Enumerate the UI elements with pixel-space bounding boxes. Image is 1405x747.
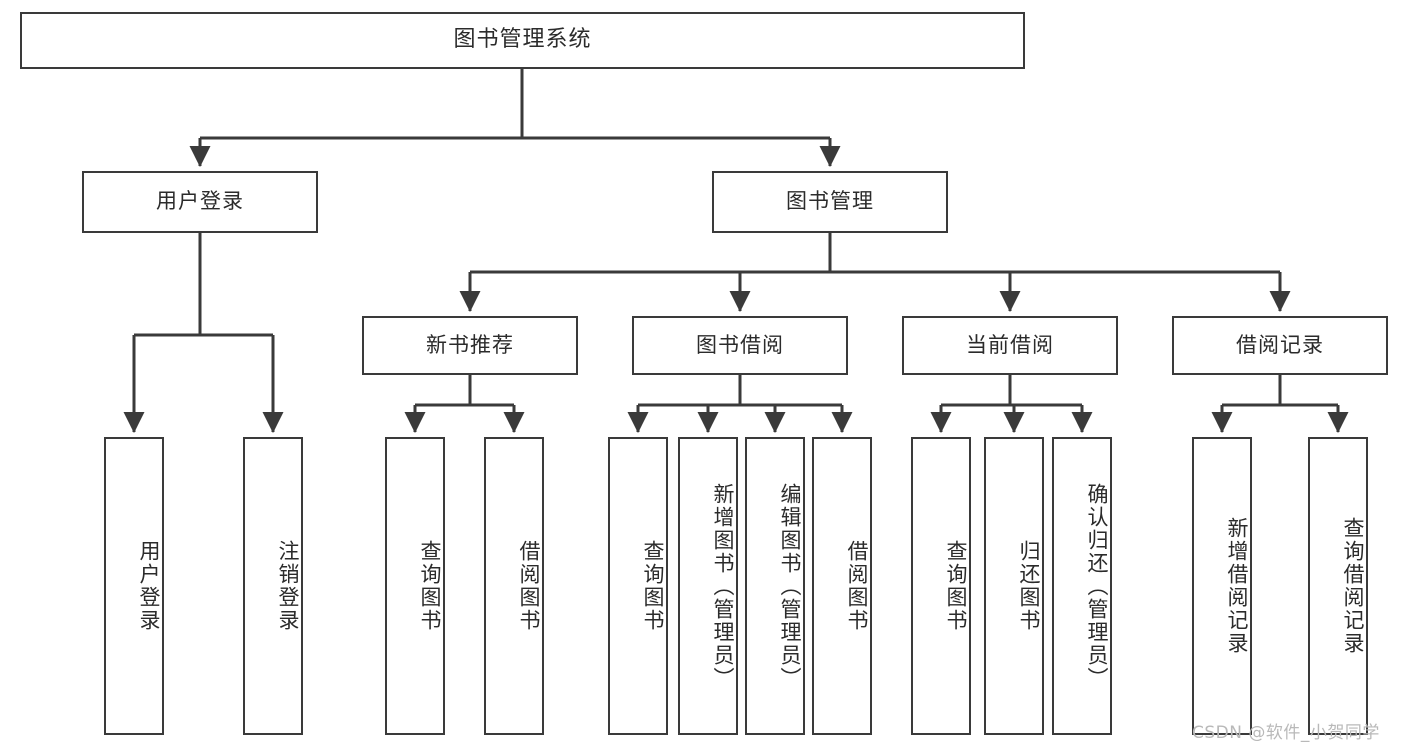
edges-root-to-level2: [189, 69, 841, 168]
node-borrow-record-label: 借阅记录: [1236, 332, 1324, 357]
node-leaf-query-book-3-label: 查询图书: [944, 540, 968, 632]
csdn-watermark: CSDN @软件_小贺同学: [1192, 723, 1380, 743]
node-book-manage[interactable]: 图书管理: [712, 171, 948, 233]
node-leaf-query-record-label: 查询借阅记录: [1341, 517, 1365, 655]
edges-currentborrow-to-leaves: [930, 375, 1093, 434]
node-leaf-edit-book[interactable]: 编辑图书（管理员）: [745, 437, 805, 735]
edges-bookmanage-to-level3: [459, 233, 1291, 313]
node-book-manage-label: 图书管理: [786, 189, 874, 214]
node-leaf-query-book-1[interactable]: 查询图书: [385, 437, 445, 735]
node-new-book-rec-label: 新书推荐: [426, 332, 514, 357]
node-borrow-record[interactable]: 借阅记录: [1172, 316, 1388, 375]
node-leaf-borrow-book-1-label: 借阅图书: [517, 540, 541, 632]
node-leaf-user-login[interactable]: 用户登录: [104, 437, 164, 735]
node-current-borrow[interactable]: 当前借阅: [902, 316, 1118, 375]
node-root-label: 图书管理系统: [453, 27, 592, 53]
edges-newbookrec-to-leaves: [404, 375, 525, 434]
node-leaf-borrow-book-1[interactable]: 借阅图书: [484, 437, 544, 735]
edges-userlogin-to-leaves: [123, 233, 284, 434]
node-leaf-query-record[interactable]: 查询借阅记录: [1308, 437, 1368, 735]
node-leaf-add-record[interactable]: 新增借阅记录: [1192, 437, 1252, 735]
node-leaf-query-book-1-label: 查询图书: [418, 540, 442, 632]
node-root[interactable]: 图书管理系统: [20, 12, 1025, 69]
node-leaf-add-book-label: 新增图书（管理员）: [711, 482, 735, 690]
node-leaf-user-login-label: 用户登录: [137, 540, 161, 632]
node-leaf-add-record-label: 新增借阅记录: [1225, 517, 1249, 655]
node-leaf-query-book-3[interactable]: 查询图书: [911, 437, 971, 735]
node-leaf-borrow-book-2[interactable]: 借阅图书: [812, 437, 872, 735]
node-current-borrow-label: 当前借阅: [966, 332, 1054, 357]
node-leaf-confirm-return[interactable]: 确认归还（管理员）: [1052, 437, 1112, 735]
node-leaf-return-book[interactable]: 归还图书: [984, 437, 1044, 735]
node-book-borrow[interactable]: 图书借阅: [632, 316, 848, 375]
node-book-borrow-label: 图书借阅: [696, 332, 784, 357]
node-user-login[interactable]: 用户登录: [82, 171, 318, 233]
node-leaf-return-book-label: 归还图书: [1017, 540, 1041, 632]
node-new-book-rec[interactable]: 新书推荐: [362, 316, 578, 375]
node-leaf-query-book-2-label: 查询图书: [641, 540, 665, 632]
node-leaf-borrow-book-2-label: 借阅图书: [845, 540, 869, 632]
edges-bookborrow-to-leaves: [627, 375, 853, 434]
node-leaf-query-book-2[interactable]: 查询图书: [608, 437, 668, 735]
node-leaf-logout-label: 注销登录: [276, 540, 300, 632]
edges-borrowrecord-to-leaves: [1211, 375, 1349, 434]
node-leaf-logout[interactable]: 注销登录: [243, 437, 303, 735]
node-user-login-label: 用户登录: [156, 189, 244, 214]
node-leaf-edit-book-label: 编辑图书（管理员）: [778, 482, 802, 690]
node-leaf-add-book[interactable]: 新增图书（管理员）: [678, 437, 738, 735]
node-leaf-confirm-return-label: 确认归还（管理员）: [1085, 482, 1109, 690]
